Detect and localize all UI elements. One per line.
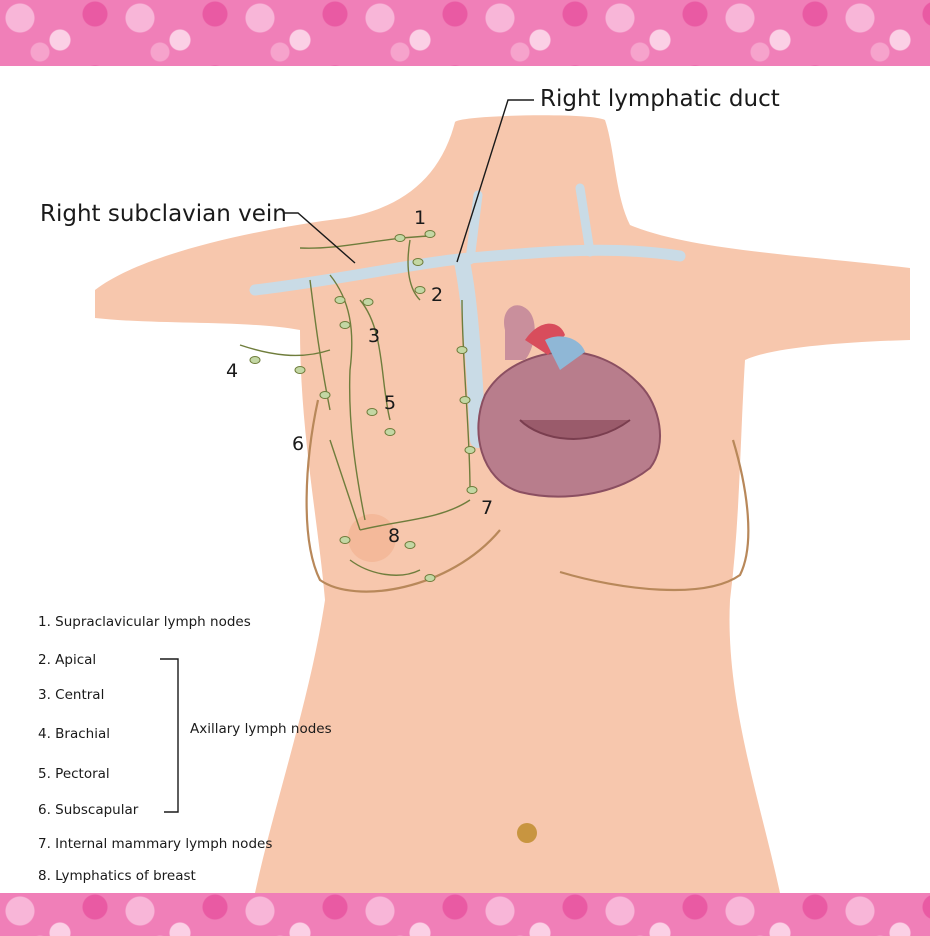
node-number-5: 5	[384, 392, 396, 414]
legend-item-8: 8. Lymphatics of breast	[38, 868, 196, 884]
node-number-1: 1	[414, 207, 426, 229]
node-number-3: 3	[368, 325, 380, 347]
legend-item-2: 2. Apical	[38, 652, 96, 668]
legend-item-6: 6. Subscapular	[38, 802, 138, 818]
legend-item-5: 5. Pectoral	[38, 766, 110, 782]
torso-silhouette	[95, 115, 910, 893]
right-subclavian-vein-label: Right subclavian vein	[40, 201, 287, 227]
node-number-2: 2	[431, 284, 443, 306]
navel	[517, 823, 537, 843]
legend-item-1: 1. Supraclavicular lymph nodes	[38, 614, 251, 630]
axillary-bracket	[160, 659, 178, 812]
axillary-group-label: Axillary lymph nodes	[190, 721, 332, 737]
node-number-8: 8	[388, 525, 400, 547]
legend-item-3: 3. Central	[38, 687, 104, 703]
right-lymphatic-duct-label: Right lymphatic duct	[540, 86, 780, 112]
node-number-6: 6	[292, 433, 304, 455]
legend-item-7: 7. Internal mammary lymph nodes	[38, 836, 272, 852]
node-number-4: 4	[226, 360, 238, 382]
legend-item-4: 4. Brachial	[38, 726, 110, 742]
node-number-7: 7	[481, 497, 493, 519]
